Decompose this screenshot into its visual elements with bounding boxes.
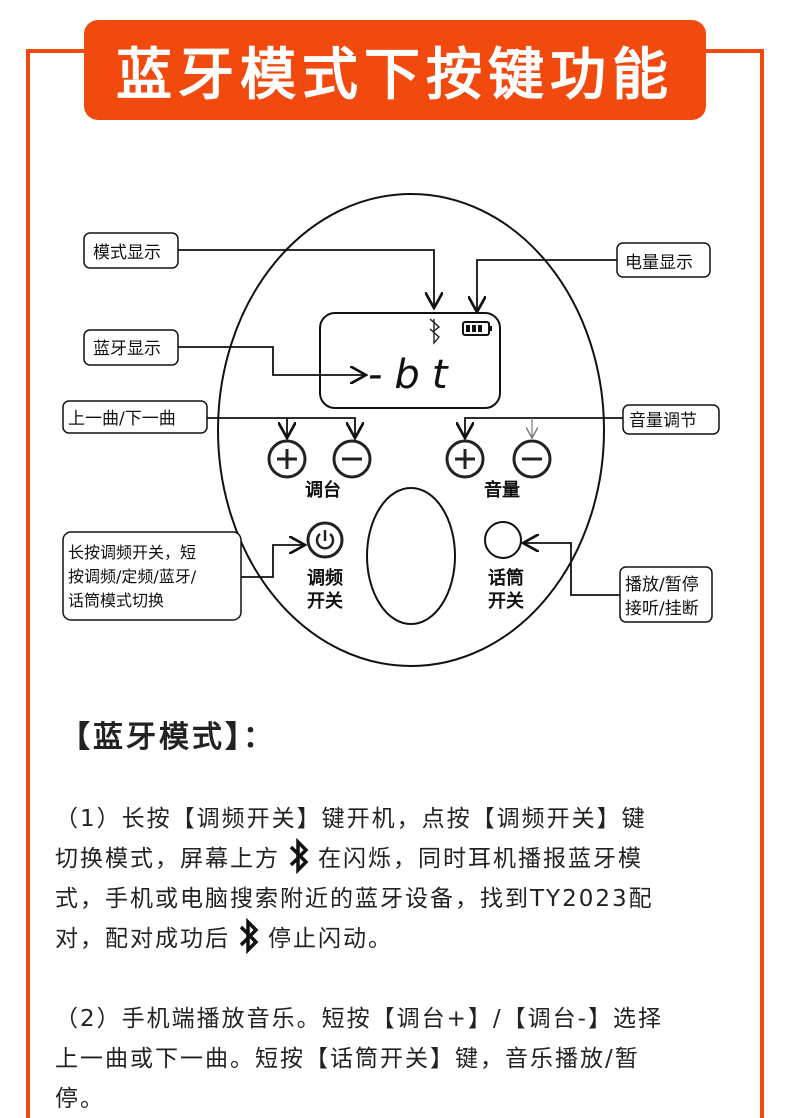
label-mic-2: 接听/挂断 xyxy=(625,599,699,619)
label-battery: 电量显示 xyxy=(625,253,693,273)
para1-line4: 对，配对成功后 停止闪动。 xyxy=(55,916,393,956)
tuner-plus-button[interactable] xyxy=(267,439,307,479)
text: 停。 xyxy=(55,1086,105,1112)
page-title: 蓝牙模式下按键功能 xyxy=(116,42,674,108)
mic-button[interactable] xyxy=(484,521,522,559)
para1-line2: 切换模式，屏幕上方 在闪烁，同时耳机播报蓝牙模 xyxy=(55,836,643,876)
label-box-power xyxy=(62,531,242,621)
mic-label-2: 开关 xyxy=(488,590,524,612)
para2-line1: （2）手机端播放音乐。短按【调台+】/【调台-】选择 xyxy=(55,996,663,1036)
power-button[interactable] xyxy=(306,521,344,559)
para2-line2: 上一曲或下一曲。短按【话筒开关】键，音乐播放/暂 xyxy=(55,1036,640,1076)
text: （1）长按【调频开关】键开机，点按【调频开关】键 xyxy=(55,806,647,832)
para1-line1: （1）长按【调频开关】键开机，点按【调频开关】键 xyxy=(55,796,647,836)
tuner-minus-button[interactable] xyxy=(332,439,372,479)
text: 在闪烁，同时耳机播报蓝牙模 xyxy=(318,846,643,872)
volume-label: 音量 xyxy=(484,479,520,501)
label-volume: 音量调节 xyxy=(629,411,697,431)
label-power-2: 按调频/定频/蓝牙/ xyxy=(68,567,197,586)
label-mode: 模式显示 xyxy=(93,243,161,263)
bluetooth-icon xyxy=(289,838,309,874)
mic-label-1: 话筒 xyxy=(488,567,524,589)
title-banner: 蓝牙模式下按键功能 xyxy=(84,20,706,120)
label-prev-next: 上一曲/下一曲 xyxy=(68,409,176,429)
frame-right xyxy=(760,49,764,1118)
volume-plus-button[interactable] xyxy=(445,439,485,479)
label-box-volume xyxy=(622,404,720,435)
bluetooth-icon xyxy=(429,318,441,345)
text: （2）手机端播放音乐。短按【调台+】/【调台-】选择 xyxy=(55,1006,663,1032)
label-box-prev-next xyxy=(62,400,208,434)
text: 切换模式，屏幕上方 xyxy=(55,846,280,872)
center-oval xyxy=(366,487,456,625)
power-label-2: 开关 xyxy=(307,590,343,612)
frame-top-left xyxy=(26,49,86,53)
text: 对，配对成功后 xyxy=(55,926,230,952)
button-diagram: -bt 模式显示 电量显示 蓝牙显示 上一曲/下一曲 音量调节 长按调频开关，短… xyxy=(62,193,720,667)
bluetooth-icon xyxy=(239,918,259,954)
label-bt: 蓝牙显示 xyxy=(93,339,161,359)
lcd-screen xyxy=(319,312,501,409)
section-heading: 【蓝牙模式】： xyxy=(60,720,276,755)
frame-left xyxy=(26,49,30,1118)
tuner-label: 调台 xyxy=(305,479,341,501)
power-label-1: 调频 xyxy=(307,567,343,589)
text: 上一曲或下一曲。短按【话筒开关】键，音乐播放/暂 xyxy=(55,1046,640,1072)
text: 停止闪动。 xyxy=(268,926,393,952)
label-power-3: 话筒模式切换 xyxy=(68,591,164,610)
battery-icon xyxy=(462,321,492,336)
label-mic-1: 播放/暂停 xyxy=(625,575,699,595)
device-outline xyxy=(217,193,605,667)
volume-minus-button[interactable] xyxy=(512,439,552,479)
screen-text: -bt xyxy=(368,352,460,398)
label-power-1: 长按调频开关，短 xyxy=(68,543,196,562)
frame-top-right xyxy=(704,49,764,53)
para2-line3: 停。 xyxy=(55,1076,105,1116)
para1-line3: 式，手机或电脑搜索附近的蓝牙设备，找到TY2023配 xyxy=(55,876,654,916)
text: 式，手机或电脑搜索附近的蓝牙设备，找到TY2023配 xyxy=(55,886,654,912)
